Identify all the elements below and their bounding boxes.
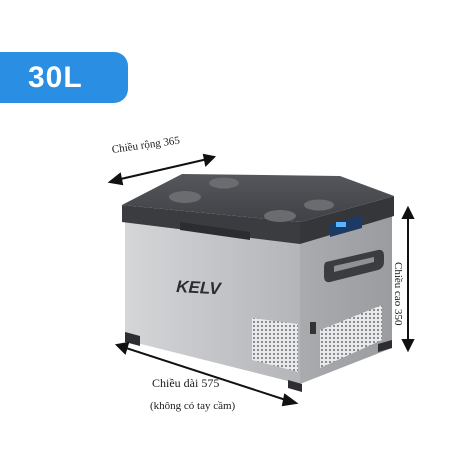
- cup-holder: [209, 177, 239, 189]
- brand-logo: KELV: [176, 277, 223, 298]
- capacity-label: 30L: [28, 60, 83, 94]
- fridge-lid: [122, 174, 394, 222]
- length-label: Chiều dài 575: [152, 376, 220, 390]
- width-dimension: [107, 153, 217, 186]
- cup-holder: [304, 199, 334, 211]
- cup-holder: [264, 210, 296, 222]
- height-dimension: [401, 205, 415, 353]
- length-dimension: [114, 341, 299, 407]
- capacity-badge: 30L: [0, 52, 128, 103]
- cup-holder: [169, 191, 201, 203]
- foot: [288, 380, 302, 392]
- foot: [378, 340, 392, 352]
- front-vent: [252, 318, 298, 372]
- side-vent: [320, 305, 382, 368]
- length-note: (không có tay cầm): [150, 400, 236, 412]
- lid-band: [122, 205, 300, 244]
- height-label: Chiều cao 350: [392, 262, 404, 326]
